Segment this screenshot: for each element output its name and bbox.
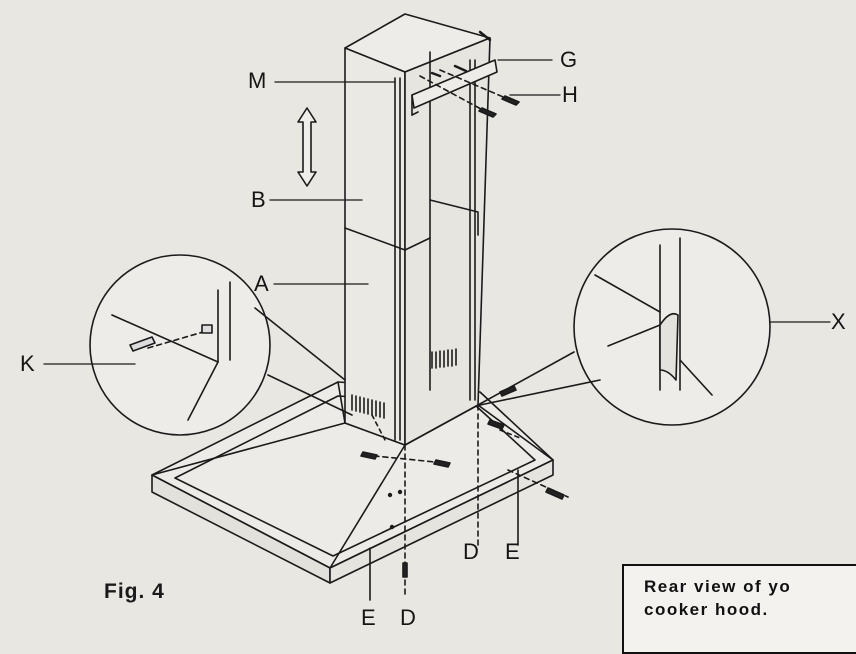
cooker-hood-assembly-diagram: [43, 13, 831, 601]
label-e-right: E: [505, 539, 520, 564]
label-d-right: D: [463, 539, 479, 564]
label-a: A: [254, 271, 269, 296]
label-m: M: [248, 68, 267, 93]
label-e-bottom: E: [361, 605, 376, 630]
height-adjust-arrow: [297, 107, 317, 187]
note-line-1: Rear view of yo: [644, 577, 792, 596]
note-line-2: cooker hood.: [644, 600, 769, 619]
label-g: G: [560, 47, 578, 72]
label-h: H: [562, 82, 578, 107]
label-x: X: [831, 309, 846, 334]
label-b: B: [251, 187, 266, 212]
label-d-bottom: D: [400, 605, 416, 630]
detail-circle-right: [477, 228, 771, 426]
label-k: K: [20, 351, 35, 376]
detail-circle-left: [89, 254, 353, 436]
hood-canopy: [151, 381, 554, 584]
wall-bracket: [411, 30, 520, 118]
chimney: [344, 13, 491, 446]
figure-caption: Fig. 4: [104, 580, 165, 603]
fixing-screws: [360, 385, 569, 601]
rear-view-note: Rear view of yo cooker hood.: [622, 564, 856, 654]
leader-lines: [43, 59, 831, 365]
